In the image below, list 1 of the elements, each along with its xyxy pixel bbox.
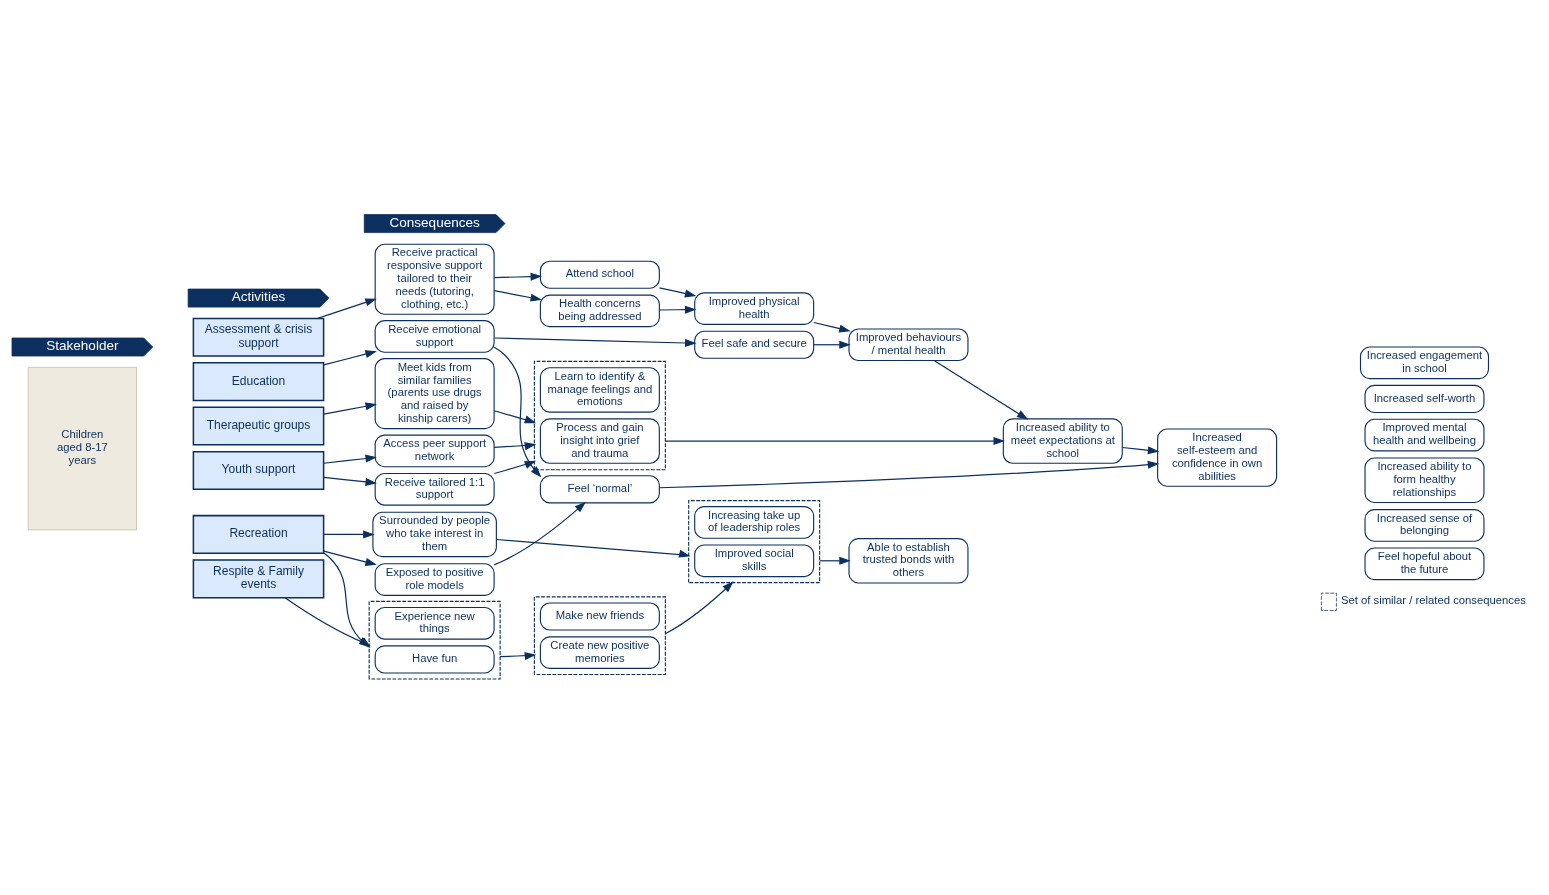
legend-label: Set of similar / related consequences <box>1340 594 1526 607</box>
